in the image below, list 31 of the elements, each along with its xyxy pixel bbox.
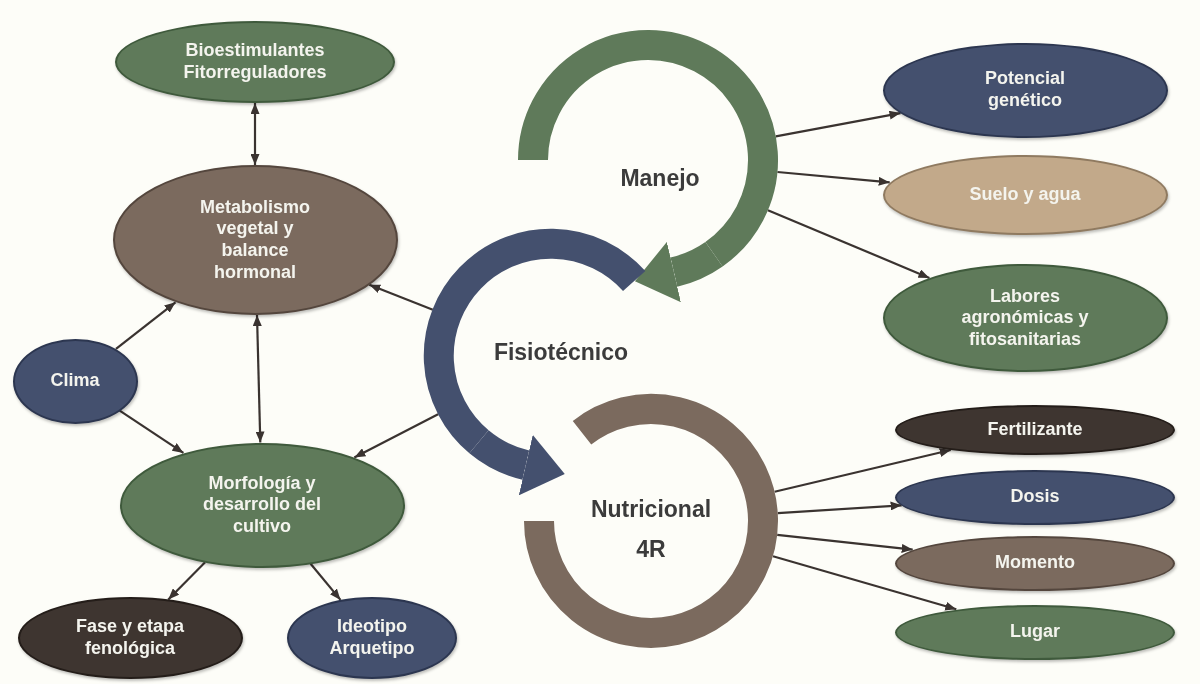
node-label: Clima [49,370,101,392]
arrow [353,413,439,459]
double-arrow [252,314,265,443]
node-label: Morfología y desarrollo del cultivo [201,472,322,538]
node-label: Potencial genético [984,68,1066,112]
cycle-label: Manejo [619,163,701,193]
arrow [772,555,957,611]
arrow [115,301,177,350]
node-label: Labores agronómicas y fitosanitarias [960,285,1090,351]
node-label: Fertilizante [986,419,1084,441]
arrow [774,448,951,493]
arrow [775,110,901,138]
arrow [368,283,434,311]
node-label: Bioestimulantes Fitorreguladores [182,40,328,84]
arrow [119,409,184,454]
cycle-label: Fisiotécnico [492,337,630,367]
node-label: Metabolismo vegetal y balance hormonal [199,196,311,284]
curved-arrow [470,429,565,495]
arrow [777,501,902,515]
node-label: Dosis [1009,486,1061,508]
cycle-label: Nutricional 4R [589,494,713,564]
node-label: Suelo y agua [968,184,1082,206]
node-label: Ideotipo Arquetipo [328,616,416,660]
node-label: Lugar [1009,621,1061,643]
arrow [777,170,890,186]
curved-arrow [635,241,722,302]
double-arrow [250,103,260,165]
node-label: Fase y etapa fenológica [74,616,186,660]
node-label: Momento [994,552,1076,574]
arrow [777,533,913,553]
arrow [767,209,930,279]
